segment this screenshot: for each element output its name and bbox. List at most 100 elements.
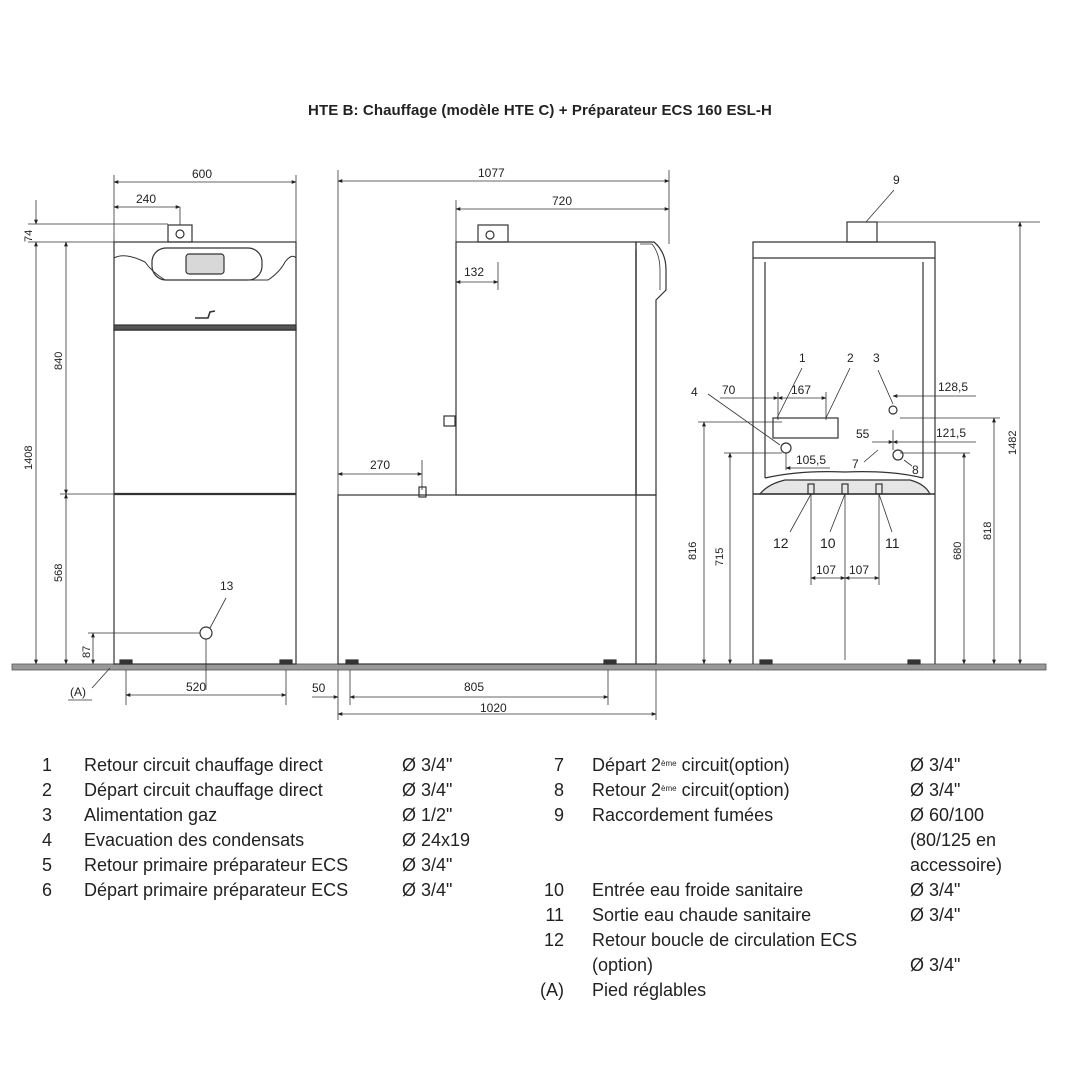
legend-row-A: (A) Pied réglables (520, 978, 1070, 1003)
legend-size: (80/125 en (910, 830, 997, 850)
dim-1482: 1482 (1007, 431, 1019, 455)
legend-num: 12 (543, 930, 564, 950)
dim-167: 167 (791, 383, 811, 397)
legend-size: Ø 3/4" (910, 880, 961, 900)
side-boiler (455, 241, 637, 496)
legend-desc: Retour circuit chauffage direct (84, 755, 323, 775)
label-2: 2 (847, 351, 854, 365)
legend-desc: Départ primaire préparateur ECS (84, 880, 349, 900)
dim-715: 715 (714, 548, 726, 566)
legend-num: 7 (553, 755, 564, 775)
legend-num: 11 (545, 905, 564, 925)
legend-size: Ø 3/4" (402, 780, 453, 800)
legend-row-3: 3 Alimentation gaz Ø 1/2" (0, 803, 520, 828)
diagram-title: HTE B: Chauffage (modèle HTE C) + Prépar… (308, 102, 772, 119)
dim-840: 840 (53, 352, 65, 370)
dim-600: 600 (192, 167, 212, 181)
legend-row-2: 2 Départ circuit chauffage direct Ø 3/4" (0, 778, 520, 803)
label-7: 7 (852, 457, 859, 471)
dim-55: 55 (856, 427, 870, 441)
dim-270: 270 (370, 458, 390, 472)
legend-size: Ø 3/4" (402, 880, 453, 900)
dim-1020: 1020 (480, 701, 507, 715)
legend-desc: Pied réglables (592, 980, 707, 1000)
label-13: 13 (220, 579, 234, 593)
legend-size: Ø 3/4" (910, 905, 961, 925)
dim-107-left: 107 (816, 563, 836, 577)
dim-107-right: 107 (849, 563, 869, 577)
legend-num: 4 (41, 830, 52, 850)
label-11: 11 (885, 535, 900, 551)
dim-568: 568 (53, 564, 65, 582)
dim-132: 132 (464, 265, 484, 279)
side-flue (477, 224, 509, 243)
dim-680: 680 (952, 542, 964, 560)
legend-size: Ø 1/2" (402, 805, 453, 825)
legend-row-8: 8 Retour 2ème circuit(option) Ø 3/4" (520, 778, 1070, 803)
legend-num: 1 (41, 755, 52, 775)
legend-num: 2 (41, 780, 52, 800)
label-8: 8 (912, 463, 919, 477)
legend-desc: Retour 2ème circuit(option) (592, 780, 790, 800)
label-3: 3 (873, 351, 880, 365)
technical-drawing: 600 240 74 1408 840 568 87 520 13 (A) (11, 166, 1047, 720)
legend-desc: Alimentation gaz (84, 805, 218, 825)
legend-row-9: 9 Raccordement fumées Ø 60/100 (520, 803, 1070, 828)
legend-desc: Retour boucle de circulation ECS (592, 930, 858, 950)
legend-num: 6 (41, 880, 52, 900)
floor-line (11, 663, 1047, 671)
side-cylinder (337, 494, 657, 665)
dim-720: 720 (552, 194, 572, 208)
legend-size: Ø 3/4" (402, 755, 453, 775)
flue-outlet (167, 224, 193, 243)
legend-desc: Raccordement fumées (592, 805, 774, 825)
dim-240: 240 (136, 192, 156, 206)
legend-size: Ø 24x19 (402, 830, 471, 850)
legend-row-4: 4 Evacuation des condensats Ø 24x19 (0, 828, 520, 853)
dim-128-5: 128,5 (938, 380, 968, 394)
legend-num: 10 (543, 880, 564, 900)
label-10: 10 (820, 535, 836, 551)
dim-74: 74 (23, 230, 35, 242)
dim-1408: 1408 (23, 446, 35, 470)
control-panel (151, 247, 263, 281)
dim-87: 87 (81, 646, 93, 658)
legend-num: 9 (553, 805, 564, 825)
legend-row-11: 11 Sortie eau chaude sanitaire Ø 3/4" (520, 903, 1070, 928)
label-4: 4 (691, 385, 698, 399)
label-9: 9 (893, 173, 900, 187)
legend-row-12-cont: (option) Ø 3/4" (520, 953, 1070, 978)
front-body (113, 329, 297, 665)
legend-desc: Sortie eau chaude sanitaire (592, 905, 812, 925)
legend-size: Ø 3/4" (910, 780, 961, 800)
legend-size: Ø 3/4" (910, 755, 961, 775)
rear-view (752, 221, 936, 665)
dim-818: 818 (982, 522, 994, 540)
legend-desc: Evacuation des condensats (84, 830, 305, 850)
legend-row-5: 5 Retour primaire préparateur ECS Ø 3/4" (0, 853, 520, 878)
connection-13 (199, 626, 213, 640)
front-view (113, 224, 297, 665)
legend-size: Ø 3/4" (402, 855, 453, 875)
legend-size: Ø 3/4" (910, 955, 961, 975)
legend-row-7: 7 Départ 2ème circuit(option) Ø 3/4" (520, 753, 1070, 778)
legend-left: 1 Retour circuit chauffage direct Ø 3/4"… (0, 753, 520, 903)
legend-row-1: 1 Retour circuit chauffage direct Ø 3/4" (0, 753, 520, 778)
dim-520: 520 (186, 680, 206, 694)
rear-connection-box (772, 417, 839, 439)
dim-805: 805 (464, 680, 484, 694)
legend-num: 8 (553, 780, 564, 800)
legend-num: 3 (41, 805, 52, 825)
display-screen (185, 253, 225, 275)
legend-size: Ø 60/100 (910, 805, 985, 825)
legend-size: accessoire) (910, 855, 1003, 875)
legend-num: 5 (41, 855, 52, 875)
legend-desc: Départ 2ème circuit(option) (592, 755, 790, 775)
dim-121-5: 121,5 (936, 426, 966, 440)
label-A: (A) (70, 685, 86, 699)
label-1: 1 (799, 351, 806, 365)
legend-desc: Retour primaire préparateur ECS (84, 855, 349, 875)
dim-816: 816 (687, 542, 699, 560)
legend-desc: Entrée eau froide sanitaire (592, 880, 804, 900)
dim-105-5: 105,5 (796, 453, 826, 467)
